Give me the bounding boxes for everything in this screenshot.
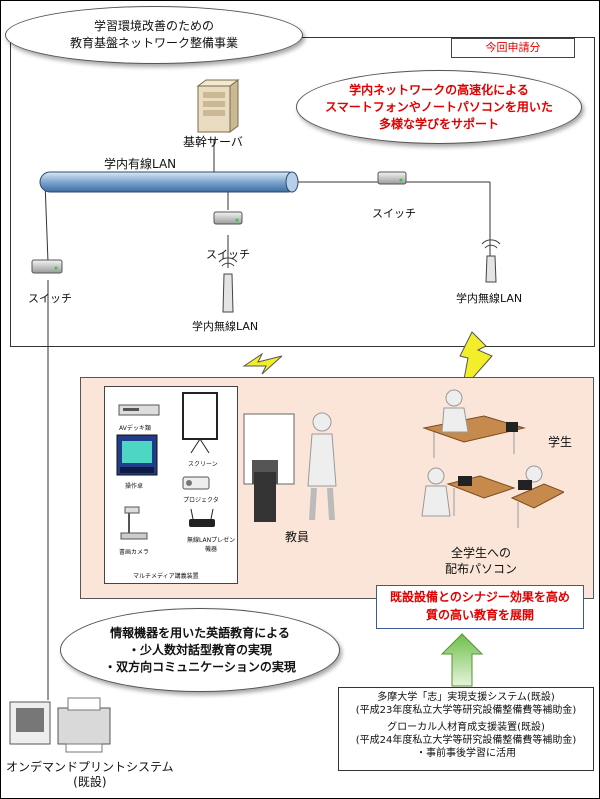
server-label: 基幹サーバ xyxy=(183,135,243,149)
english-education-ellipse: 情報機器を用いた英語教育による ・少人数対話型教育の実現 ・双方向コミュニケーシ… xyxy=(60,608,340,692)
students-scene xyxy=(421,389,564,528)
access-point-icon-right xyxy=(481,239,501,283)
screen-icon xyxy=(182,392,218,454)
goal-line: 学内ネットワークの高速化による xyxy=(349,82,529,97)
av-deck-label: AVデッキ類 xyxy=(119,425,151,432)
project-title-line: 学習環境改善のための xyxy=(93,19,214,33)
server-icon xyxy=(196,79,240,133)
lightning-icon-left xyxy=(242,352,283,375)
goal-line: 多様な学びをサポート xyxy=(378,116,499,131)
multimedia-system-label: マルチメディア講義装置 xyxy=(133,573,199,580)
wired-lan-label: 学内有線LAN xyxy=(104,157,177,171)
switch-icon-left xyxy=(31,259,63,274)
projector-icon xyxy=(182,476,210,490)
english-line: ・少人数対話型教育の実現 xyxy=(127,642,272,657)
control-panel-icon xyxy=(116,434,158,476)
screen-label: スクリーン xyxy=(188,461,218,468)
access-point-icon-center xyxy=(218,257,238,313)
av-deck-icon xyxy=(118,404,160,416)
goal-ellipse: 学内ネットワークの高速化による スマートフォンやノートパソコンを用いた 多様な学… xyxy=(296,70,582,144)
existing-systems-box: 多摩大学「志」実現支援システム(既設) (平成23年度私立大学等研究設備整備費等… xyxy=(338,687,594,771)
teacher-scene xyxy=(243,412,337,522)
up-arrow-icon xyxy=(440,633,484,687)
pc-distribution-label: 全学生への 配布パソコン xyxy=(445,546,518,576)
project-title-line: 教育基盤ネットワーク整備事業 xyxy=(69,36,238,50)
switch-icon-center xyxy=(213,211,243,225)
student-label: 学生 xyxy=(548,435,573,449)
document-camera-label: 書画カメラ xyxy=(119,549,150,556)
network-area xyxy=(10,37,595,347)
print-system-icon xyxy=(9,697,111,753)
multimedia-panel: AVデッキ類 スクリーン 操作卓 プロジェクタ 書画カメラ 無線LANプレゼン … xyxy=(104,386,238,584)
teacher-label: 教員 xyxy=(285,530,310,544)
document-camera-icon xyxy=(120,506,148,540)
switch-label-left: スイッチ xyxy=(28,292,72,305)
student-desk xyxy=(446,475,516,516)
english-line: ・双方向コミュニケーションの実現 xyxy=(104,659,296,674)
print-system-label: オンデマンドプリントシステム (既設) xyxy=(6,760,174,789)
wireless-presenter-label: 無線LANプレゼン 機器 xyxy=(187,537,236,553)
english-line: 情報機器を用いた英語教育による xyxy=(110,625,290,640)
project-ellipse: 学習環境改善のための 教育基盤ネットワーク整備事業 xyxy=(5,6,303,64)
printer-icon xyxy=(57,707,111,745)
teacher-figure xyxy=(312,412,332,432)
lan-pipe xyxy=(39,171,299,193)
switch-icon-right xyxy=(377,171,407,185)
goal-line: スマートフォンやノートパソコンを用いた xyxy=(325,99,553,114)
projector-label: プロジェクタ xyxy=(183,497,219,504)
current-application-tag: 今回申請分 xyxy=(451,38,575,58)
equipment-icons xyxy=(116,392,218,540)
wireless-presenter-icon xyxy=(189,508,215,527)
switch-label-center: スイッチ xyxy=(206,248,250,261)
student-desk xyxy=(510,483,564,528)
wireless-lan-label-right: 学内無線LAN xyxy=(456,292,523,305)
switch-label-right: スイッチ xyxy=(372,207,416,220)
control-panel-label: 操作卓 xyxy=(125,483,144,490)
wireless-lan-label-center: 学内無線LAN xyxy=(192,320,259,333)
synergy-box: 既設設備とのシナジー効果を高め 質の高い教育を展開 xyxy=(376,585,584,629)
